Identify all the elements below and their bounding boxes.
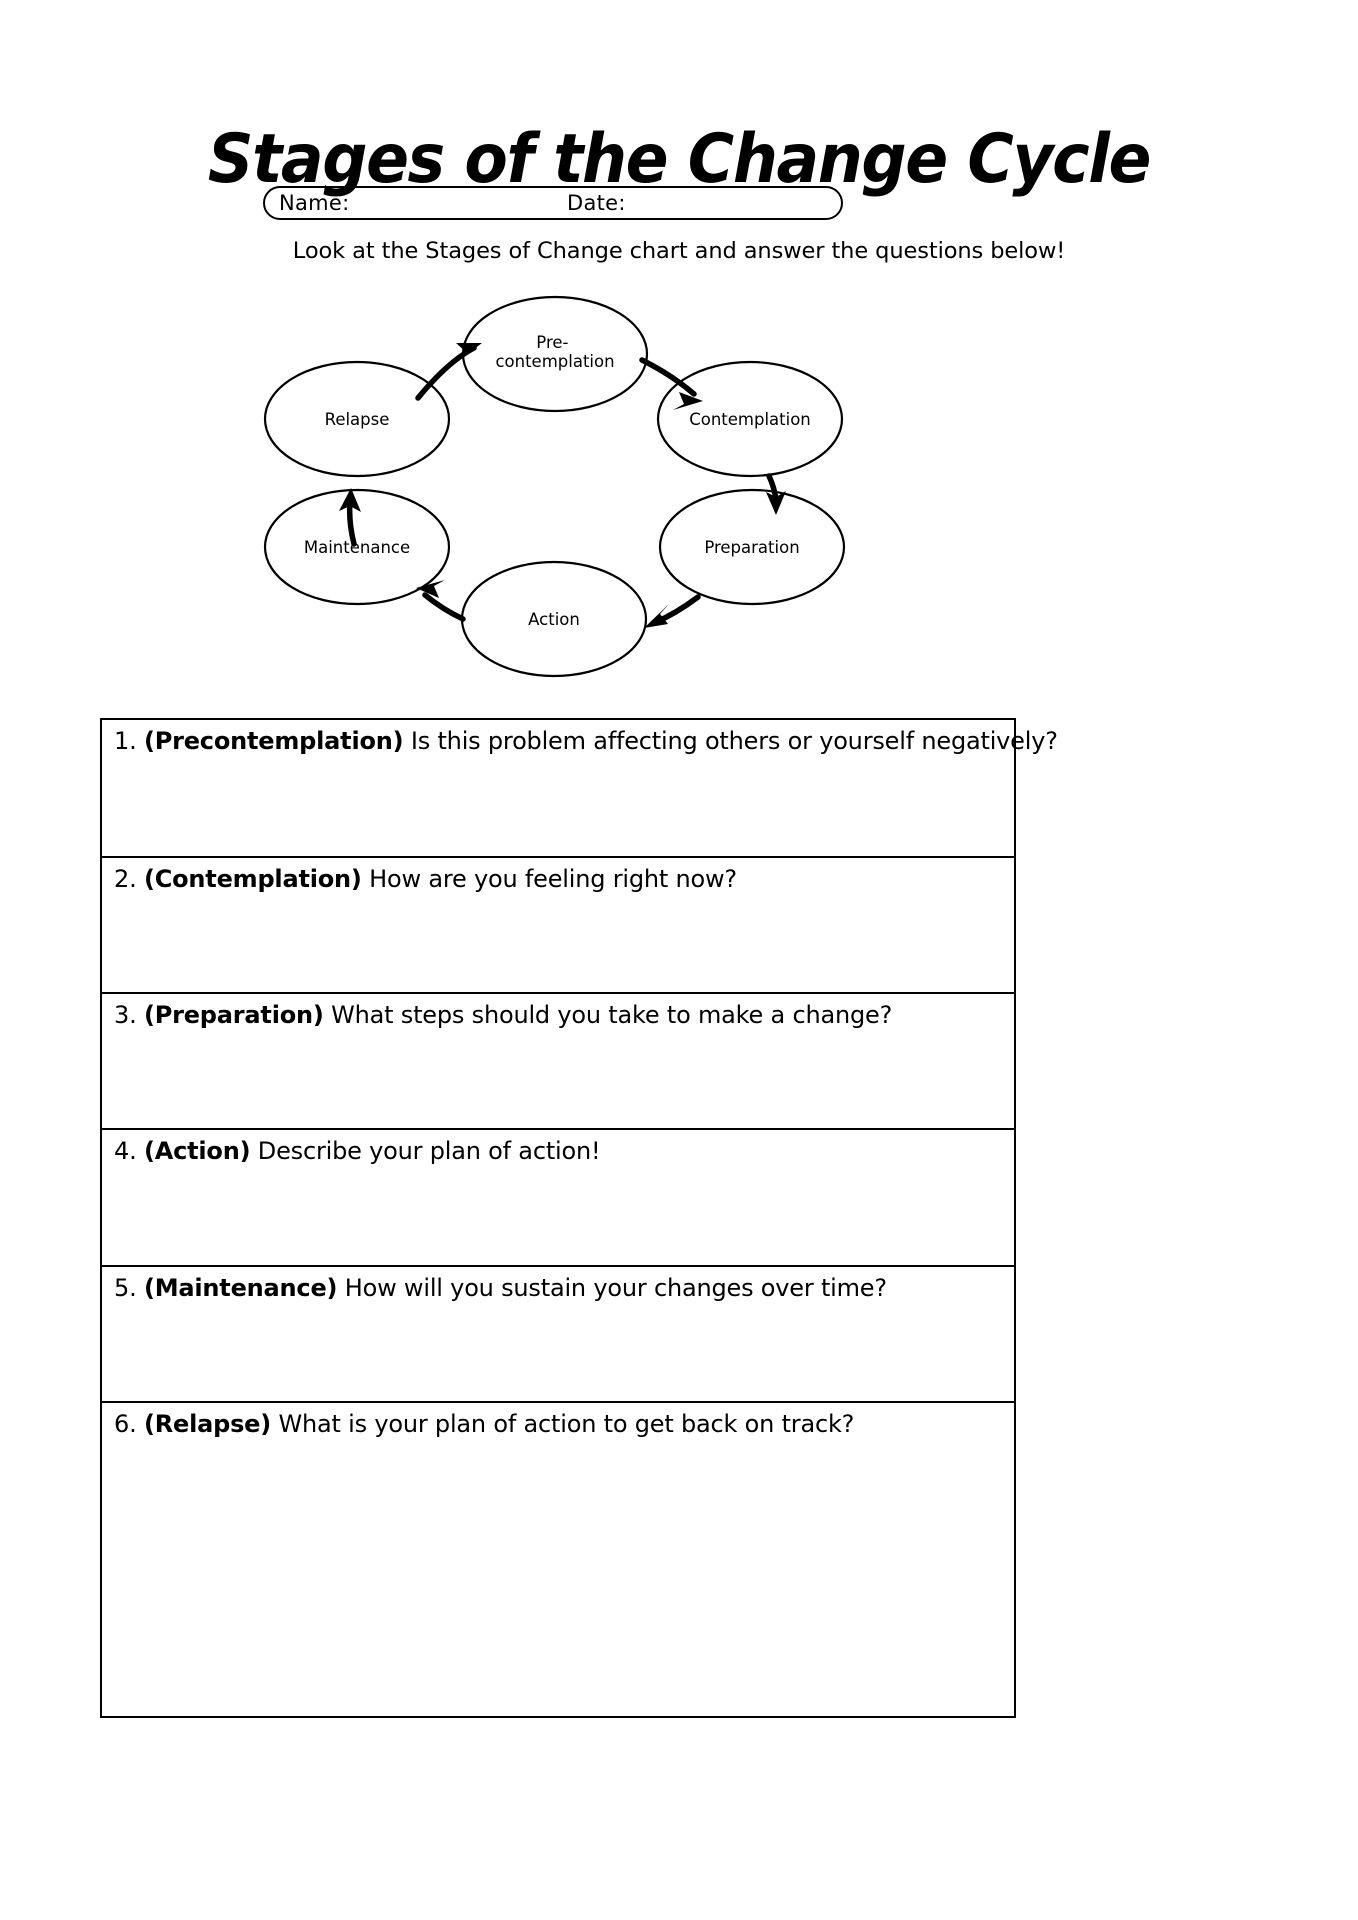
question-4-number: 4.	[114, 1137, 137, 1165]
question-row-5: 5. (Maintenance) How will you sustain yo…	[102, 1267, 1014, 1403]
question-row-1: 1. (Precontemplation) Is this problem af…	[102, 720, 1058, 858]
question-6-prompt: What is your plan of action to get back …	[278, 1410, 855, 1438]
question-3-prompt: What steps should you take to make a cha…	[331, 1001, 893, 1029]
stages-of-change-diagram: Pre- contemplation Contemplation Prepara…	[250, 282, 870, 694]
question-3-number: 3.	[114, 1001, 137, 1029]
question-3-text: 3. (Preparation) What steps should you t…	[102, 994, 1014, 1030]
arrow-action-to-maintenance	[416, 580, 466, 622]
question-4-text: 4. (Action) Describe your plan of action…	[102, 1130, 1014, 1166]
question-2-stage: (Contemplation)	[143, 865, 362, 893]
question-1-text: 1. (Precontemplation) Is this problem af…	[102, 720, 1058, 756]
question-5-text: 5. (Maintenance) How will you sustain yo…	[102, 1267, 1014, 1303]
questions-table: 1. (Precontemplation) Is this problem af…	[100, 718, 1058, 1718]
question-5-prompt: How will you sustain your changes over t…	[344, 1274, 887, 1302]
question-4-prompt: Describe your plan of action!	[257, 1137, 601, 1165]
arrow-contemplation-to-preparation	[766, 473, 786, 515]
node-contemplation-label: Contemplation	[689, 410, 811, 429]
question-row-2: 2. (Contemplation) How are you feeling r…	[102, 858, 1014, 994]
node-precontemplation-label: Pre- contemplation	[495, 333, 614, 371]
name-date-bar: Name: Date:	[263, 186, 843, 220]
page-title: Stages of the Change Cycle	[207, 119, 1152, 199]
question-2-number: 2.	[114, 865, 137, 893]
node-maintenance-label: Maintenance	[304, 538, 410, 557]
node-preparation-shape	[658, 488, 846, 606]
instruction-text: Look at the Stages of Change chart and a…	[292, 238, 1066, 264]
question-row-6: 6. (Relapse) What is your plan of action…	[102, 1403, 1014, 1718]
question-3-stage: (Preparation)	[143, 1001, 324, 1029]
question-6-stage: (Relapse)	[143, 1410, 271, 1438]
question-5-stage: (Maintenance)	[143, 1274, 338, 1302]
question-6-text: 6. (Relapse) What is your plan of action…	[102, 1403, 1014, 1439]
node-action-label: Action	[528, 610, 580, 629]
question-5-number: 5.	[114, 1274, 137, 1302]
question-1-stage: (Precontemplation)	[143, 727, 404, 755]
arrow-preparation-to-action	[644, 594, 701, 628]
node-maintenance-shape	[263, 488, 451, 606]
question-row-4: 4. (Action) Describe your plan of action…	[102, 1130, 1014, 1267]
node-preparation-label: Preparation	[704, 538, 799, 557]
node-contemplation-shape	[656, 360, 844, 478]
node-relapse-label: Relapse	[325, 410, 390, 429]
arrow-relapse-to-precontemplation	[415, 343, 482, 401]
node-relapse-shape	[263, 360, 451, 478]
question-2-text: 2. (Contemplation) How are you feeling r…	[102, 858, 1014, 894]
name-label: Name:	[279, 191, 350, 215]
question-1-prompt: Is this problem affecting others or your…	[410, 727, 1058, 755]
arrow-precontemplation-to-contemplation	[639, 357, 703, 410]
question-2-prompt: How are you feeling right now?	[369, 865, 737, 893]
question-6-number: 6.	[114, 1410, 137, 1438]
question-4-stage: (Action)	[143, 1137, 251, 1165]
question-1-number: 1.	[114, 727, 137, 755]
arrow-maintenance-to-relapse	[339, 488, 361, 547]
question-row-3: 3. (Preparation) What steps should you t…	[102, 994, 1014, 1130]
date-label: Date:	[567, 191, 626, 215]
